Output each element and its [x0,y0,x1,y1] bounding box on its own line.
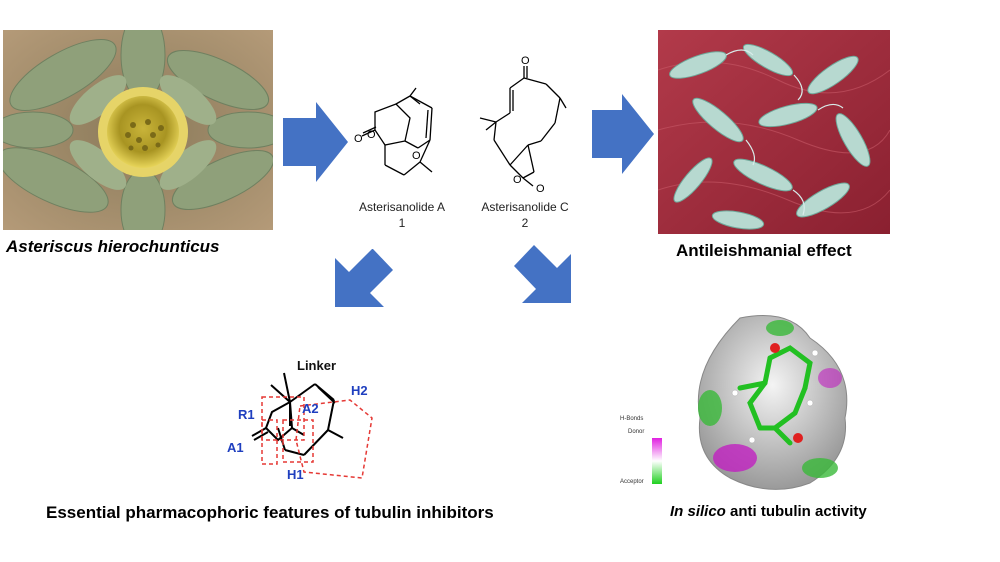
compound2-name: Asterisanolide C [481,200,569,214]
label-linker: Linker [297,358,337,373]
arrow-right-1 [283,102,348,182]
plant-caption: Asteriscus hierochunticus [6,237,220,256]
label-a2: A2 [302,401,319,416]
label-r1: R1 [238,407,255,422]
hbond-legend-donor: Donor [628,429,645,435]
arrow-down-right [514,245,571,303]
svg-text:O: O [536,183,545,195]
docking-caption-rest: anti tubulin activity [725,503,867,520]
molecule-asterisanolide-c [479,66,567,187]
label-h2: H2 [351,383,368,398]
hbond-legend: H-Bonds Donor Acceptor [620,416,678,490]
svg-text:O: O [367,129,376,141]
label-a1: A1 [227,440,244,455]
docking-caption-italic: In silico [670,503,726,520]
label-h1: H1 [287,467,304,482]
pharmacophore-boxes [261,396,373,479]
arrow-down-left [335,249,393,307]
compound1-name: Asterisanolide A [358,200,446,214]
arrow-right-2 [592,94,654,174]
plant-photo [3,30,273,230]
hbond-legend-gradient [652,438,662,484]
compound1-number: 1 [398,216,406,230]
molecule-asterisanolide-a [361,87,433,176]
pharmacophore-caption: Essential pharmacophoric features of tub… [46,503,494,522]
svg-text:O: O [412,150,421,162]
leishmania-photo [658,30,890,234]
compound2-number: 2 [521,216,529,230]
compound1-label: Asterisanolide A 1 [352,199,452,231]
pharmacophore-molecule [251,372,344,456]
docking-caption: In silico anti tubulin activity [670,503,867,520]
hbond-legend-title: H-Bonds [620,416,644,422]
svg-text:O: O [521,55,530,67]
leishmania-caption: Antileishmanial effect [676,241,852,260]
docking-image [680,308,870,498]
hbond-legend-acceptor: Acceptor [620,479,644,485]
svg-text:O: O [513,174,522,186]
compound2-label: Asterisanolide C 2 [475,199,575,231]
svg-text:O: O [354,133,363,145]
